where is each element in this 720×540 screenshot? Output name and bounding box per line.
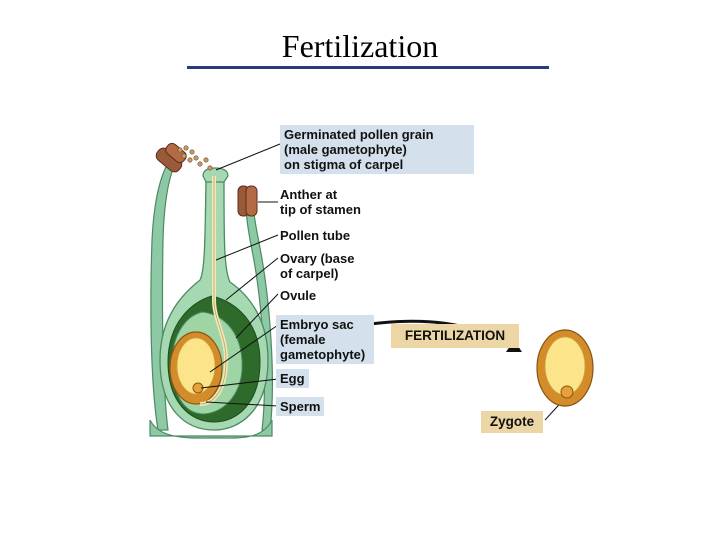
label-sperm: Sperm: [276, 397, 325, 416]
label-fertilization: FERTILIZATION: [391, 324, 519, 348]
label-pollen-tube: Pollen tube: [280, 228, 351, 243]
anther-right: [237, 185, 258, 217]
label-ovary: Ovary (base of carpel): [280, 251, 355, 281]
page-title: Fertilization: [281, 28, 439, 64]
flower-body: [149, 159, 273, 439]
label-anther: Anther at tip of stamen: [280, 187, 361, 217]
label-ovule: Ovule: [280, 288, 317, 303]
label-embryo-sac: Embryo sac (female gametophyte): [276, 315, 374, 364]
zygote-ovule: [536, 329, 594, 407]
label-egg: Egg: [276, 369, 309, 388]
pollen-grains: [177, 145, 213, 171]
label-pollen-grain: Germinated pollen grain (male gametophyt…: [280, 125, 474, 174]
label-zygote: Zygote: [481, 411, 543, 433]
title-underline: [187, 66, 549, 69]
anther-left: [155, 142, 187, 173]
